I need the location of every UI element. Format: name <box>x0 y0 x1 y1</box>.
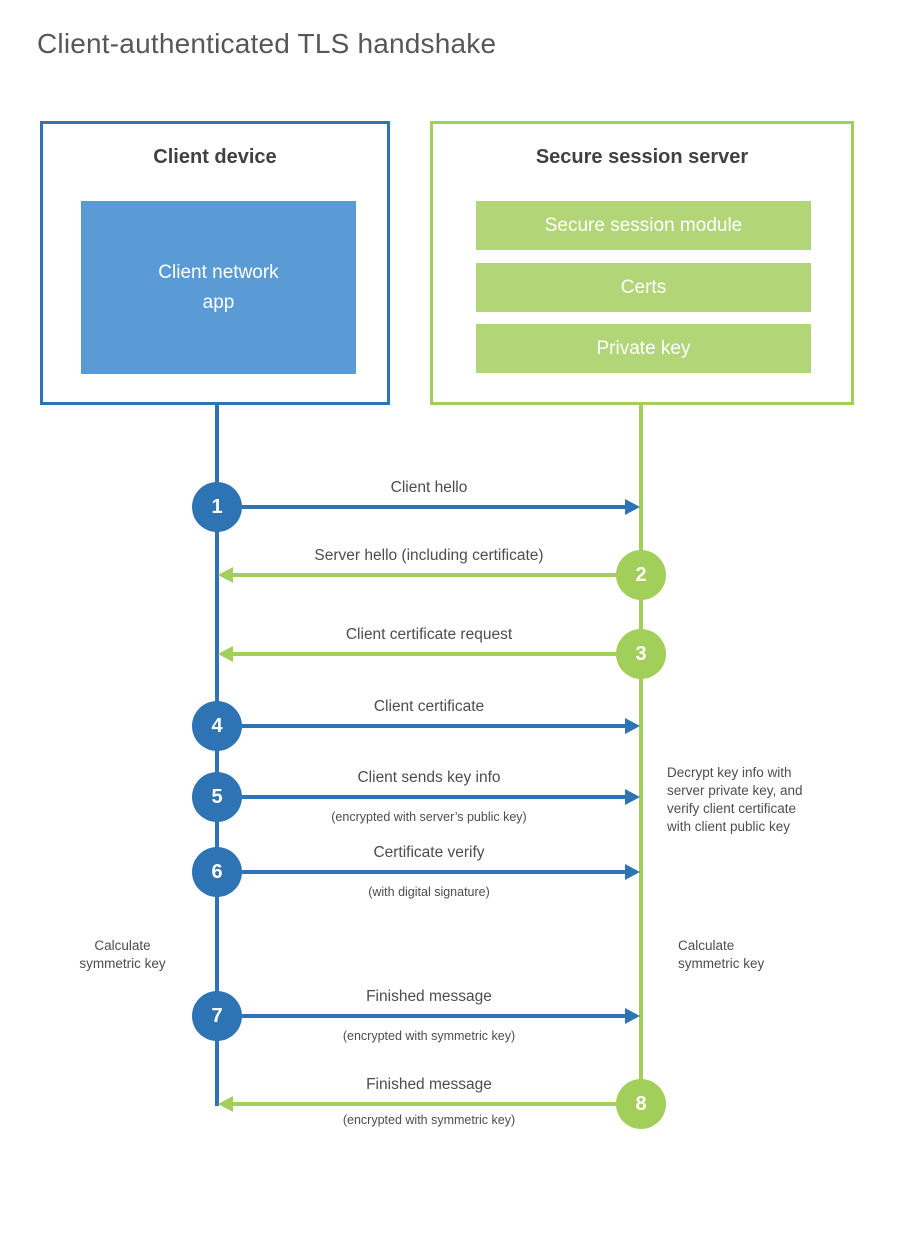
message-sub-7: (encrypted with symmetric key) <box>342 1029 516 1043</box>
server-lifeline <box>639 405 643 1104</box>
step-circle-7: 7 <box>192 991 242 1041</box>
arrow-6-head-icon <box>625 864 640 880</box>
module-certs: Certs <box>476 263 811 312</box>
arrow-8-head-icon <box>218 1096 233 1112</box>
page-title: Client-authenticated TLS handshake <box>37 28 497 59</box>
arrow-8-line <box>233 1102 616 1106</box>
note-decrypt-key-info: Decrypt key info with server private key… <box>667 765 803 834</box>
secure-session-server-box: Secure session server Secure session mod… <box>430 121 854 405</box>
message-label-2: Server hello (including certificate) <box>314 547 544 564</box>
message-label-3: Client certificate request <box>345 626 513 643</box>
step-circle-5: 5 <box>192 772 242 822</box>
arrow-7-line <box>242 1014 626 1018</box>
arrow-5-head-icon <box>625 789 640 805</box>
message-label-7: Finished message <box>366 988 492 1005</box>
arrow-1-head-icon <box>625 499 640 515</box>
message-label-8: Finished message <box>366 1076 492 1093</box>
step-circle-6: 6 <box>192 847 242 897</box>
client-device-box: Client device Client network app <box>40 121 390 405</box>
arrow-2-line <box>233 573 616 577</box>
arrow-4-head-icon <box>625 718 640 734</box>
message-sub-6: (with digital signature) <box>368 885 490 899</box>
message-label-5: Client sends key info <box>357 769 501 786</box>
module-secure-session: Secure session module <box>476 201 811 250</box>
message-label-4: Client certificate <box>373 698 485 715</box>
step-circle-8: 8 <box>616 1079 666 1129</box>
arrow-4-line <box>242 724 626 728</box>
module-private-key: Private key <box>476 324 811 373</box>
message-label-1: Client hello <box>390 479 468 496</box>
arrow-5-line <box>242 795 626 799</box>
note-calculate-symmetric-key-server: Calculate symmetric key <box>678 938 765 971</box>
message-sub-5: (encrypted with server’s public key) <box>331 810 527 824</box>
client-lifeline <box>215 405 219 1106</box>
arrow-3-head-icon <box>218 646 233 662</box>
secure-session-server-title: Secure session server <box>535 146 749 168</box>
client-network-app-box: Client network app <box>81 201 356 374</box>
arrow-1-line <box>242 505 626 509</box>
note-calculate-symmetric-key-client: Calculate symmetric key <box>79 938 166 971</box>
step-circle-1: 1 <box>192 482 242 532</box>
client-device-title: Client device <box>153 146 277 168</box>
step-circle-2: 2 <box>616 550 666 600</box>
arrow-3-line <box>233 652 616 656</box>
step-circle-3: 3 <box>616 629 666 679</box>
arrow-6-line <box>242 870 626 874</box>
arrow-2-head-icon <box>218 567 233 583</box>
arrow-7-head-icon <box>625 1008 640 1024</box>
message-label-6: Certificate verify <box>373 844 485 861</box>
step-circle-4: 4 <box>192 701 242 751</box>
message-sub-8: (encrypted with symmetric key) <box>342 1113 516 1127</box>
